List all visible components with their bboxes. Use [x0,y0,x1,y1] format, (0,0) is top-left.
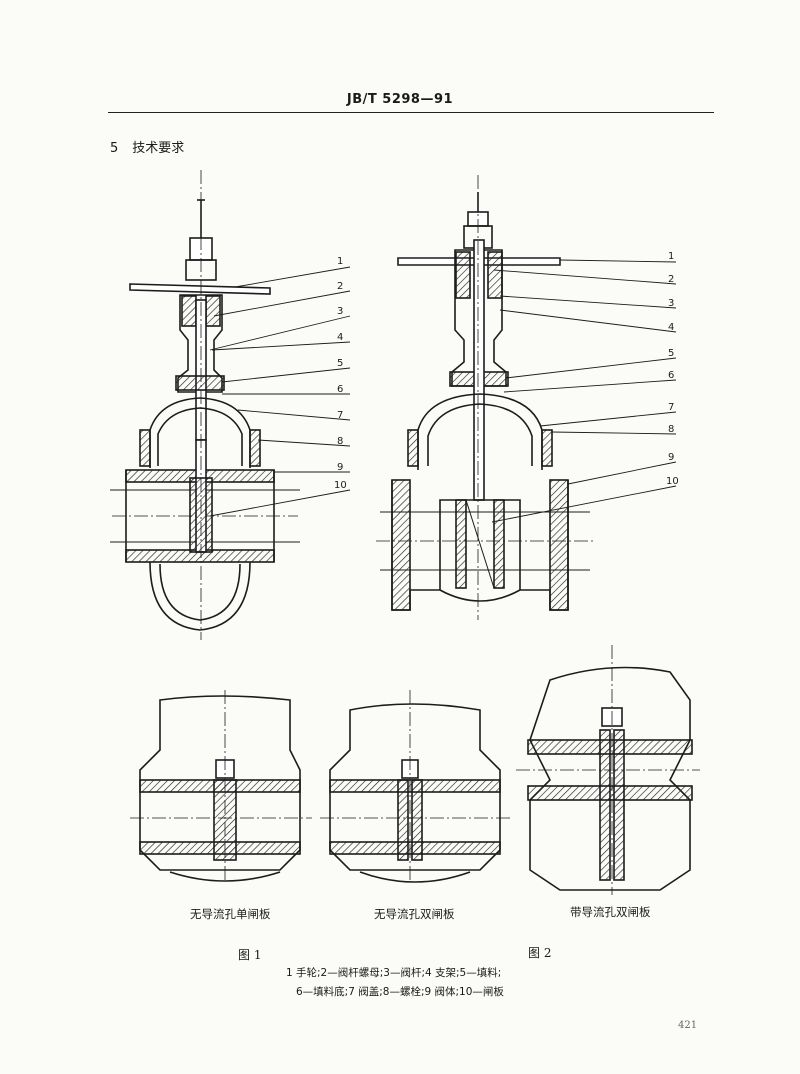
section-number: 5 [110,141,119,156]
fig2-callout-8: 8 [668,424,674,435]
fig1-callout-5: 5 [337,358,343,369]
header-rule [108,112,714,113]
legend-line-2: 6—填料底;7 阀盖;8—螺栓;9 阀体;10—闸板 [296,986,504,998]
fig2-callout-7: 7 [668,402,674,413]
section-heading: 5 技术要求 [110,137,184,156]
fig1-callout-3: 3 [337,306,343,317]
fig1-callout-10: 10 [334,480,347,491]
fig1-callout-1: 1 [337,256,343,267]
page-number: 421 [678,1020,698,1031]
standard-code: JB/T 5298—91 [346,92,454,107]
fig2-callout-2: 2 [668,274,674,285]
fig2-callout-9: 9 [668,452,674,463]
fig2-callout-6: 6 [668,370,674,381]
figure-1-label: 图 1 [238,948,262,962]
figure-2-label: 图 2 [528,946,552,960]
fig1-callout-2: 2 [337,281,343,292]
fig2-callout-1: 1 [668,251,674,262]
legend-line-1: 1 手轮;2—阀杆螺母;3—阀杆;4 支架;5—填料; [286,967,502,979]
fig2-callout-4: 4 [668,322,674,333]
fig2-callout-10: 10 [666,476,679,487]
fig1-callout-6: 6 [337,384,343,395]
fig2-callout-3: 3 [668,298,674,309]
section-title: 技术要求 [132,141,185,156]
detail-caption-middle: 无导流孔双闸板 [374,907,455,921]
detail-caption-left: 无导流孔单闸板 [190,907,271,921]
fig1-callout-7: 7 [337,410,343,421]
fig1-callout-4: 4 [337,332,343,343]
fig2-callout-5: 5 [668,348,674,359]
fig1-callout-9: 9 [337,462,343,473]
detail-caption-right: 带导流孔双闸板 [570,905,651,919]
fig1-callout-8: 8 [337,436,343,447]
